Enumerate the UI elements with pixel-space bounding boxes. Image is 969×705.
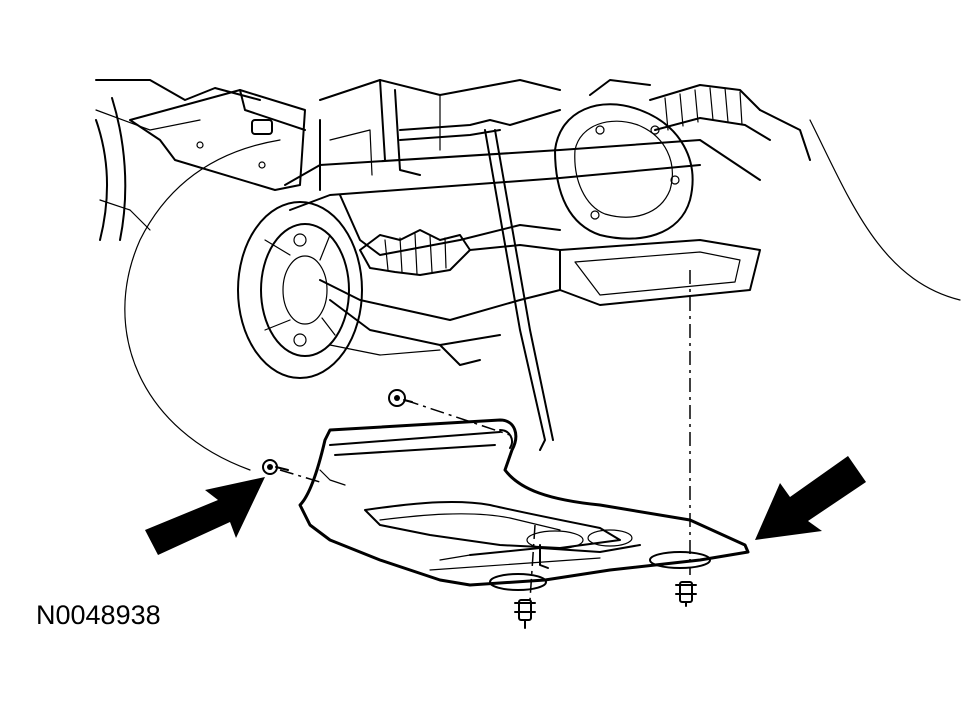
figure-reference-code: N0048938: [36, 600, 161, 630]
bolt-icon: [514, 599, 536, 629]
steering-rack-boots: [649, 84, 811, 161]
arrow-icon: [145, 477, 265, 555]
oil-pan: [559, 239, 761, 306]
differential-housing: [554, 79, 694, 240]
brake-rotor: [237, 201, 363, 379]
tire-outline: [124, 119, 961, 471]
lower-control-arm: [319, 279, 561, 366]
cv-axle-boot: [359, 229, 561, 276]
bolt-icon: [262, 459, 289, 475]
fender-liner: [95, 79, 261, 241]
skid-plate-shield: [298, 418, 750, 591]
bolt-icon: [675, 581, 697, 607]
arrow-icon: [755, 456, 866, 540]
alignment-lines: [279, 270, 691, 601]
bolt-icon: [388, 389, 413, 407]
upper-bracket-plate: [129, 89, 306, 191]
frame-rails: [284, 79, 761, 256]
brake-lines: [399, 109, 561, 451]
